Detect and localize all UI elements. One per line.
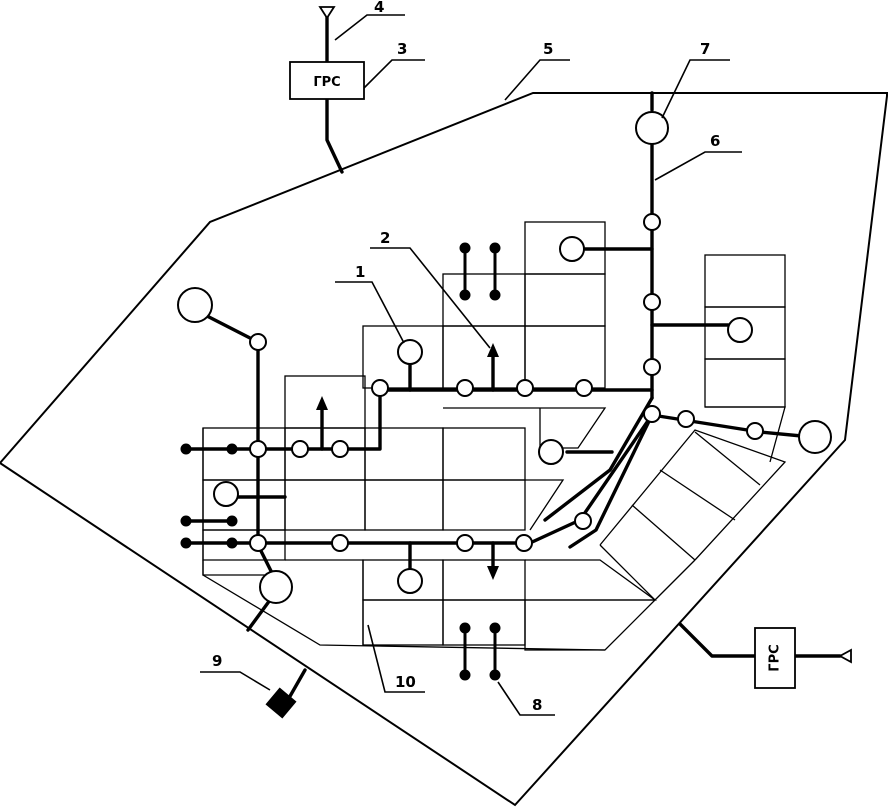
callout-6-7-top: 7 [700, 40, 710, 58]
callout-8: 8 [532, 696, 542, 714]
callout-3: 3 [397, 40, 407, 58]
storage-block [265, 687, 297, 719]
callout-4: 4 [374, 0, 384, 16]
flow-arrows [316, 343, 499, 580]
grs-bottom-label: ГРС [768, 644, 783, 671]
callout-numbers: 1 2 3 4 5 7 6 8 9 10 [212, 0, 720, 714]
callout-10: 10 [395, 673, 416, 691]
callout-5: 5 [543, 40, 553, 58]
gas-pipeline-network [186, 12, 842, 707]
grs-station-top: ГРС [289, 61, 365, 100]
regulating-points [177, 111, 832, 604]
callout-1: 1 [355, 263, 365, 281]
callout-9: 9 [212, 652, 222, 670]
grs-top-label: ГРС [313, 75, 340, 90]
callout-2: 2 [380, 229, 390, 247]
pipeline-nodes [249, 213, 764, 552]
shutoff-connectors [180, 242, 501, 681]
inlet-symbols [318, 6, 852, 664]
city-blocks [202, 221, 787, 651]
callout-6: 6 [710, 132, 720, 150]
callout-leaders [200, 14, 742, 716]
grs-station-bottom: ГРС [754, 627, 796, 689]
